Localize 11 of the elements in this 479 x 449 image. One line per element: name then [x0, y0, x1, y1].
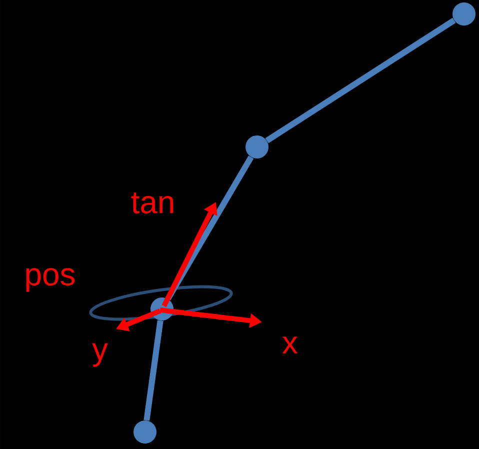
- joint-dot: [150, 298, 174, 320]
- joint-dot: [452, 2, 476, 26]
- axis-label: tan: [131, 192, 174, 214]
- joint-dot: [246, 136, 268, 158]
- axis-label: x: [282, 336, 298, 354]
- bone-line: [165, 156, 254, 300]
- bone-line: [144, 320, 164, 421]
- joint-dot: [134, 420, 156, 444]
- axis-label: pos: [26, 268, 75, 292]
- bone-line: [265, 18, 456, 144]
- axis-label: y: [92, 343, 108, 367]
